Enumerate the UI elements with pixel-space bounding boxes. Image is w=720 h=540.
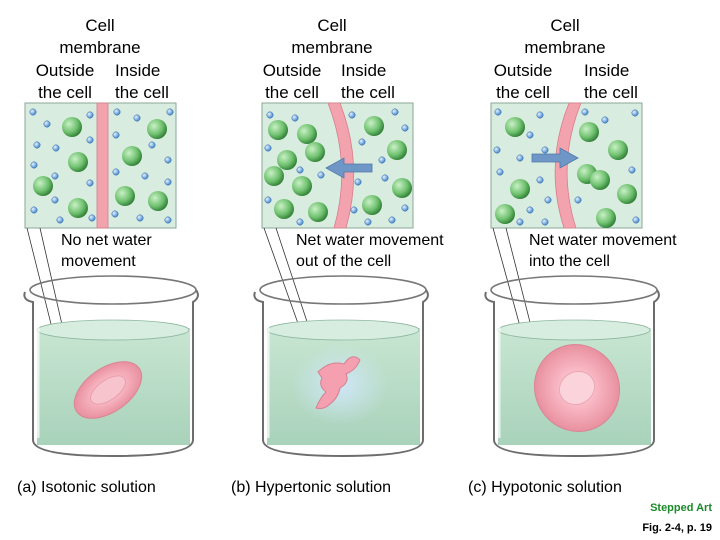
- solute-particles-c: [495, 117, 637, 228]
- outside-label-b: Outside the cell: [262, 61, 322, 102]
- water-molecules-b: [264, 108, 409, 226]
- caption-a: (a) Isotonic solution: [17, 479, 156, 496]
- membrane-title-a: Cell membrane: [59, 16, 141, 57]
- panel-b-cell-inset: [261, 102, 414, 229]
- membrane-c: [554, 102, 582, 229]
- beaker-c: [484, 275, 660, 458]
- movement-text-c: Net water movement into the cell: [529, 232, 677, 270]
- water-molecules-c: [493, 108, 640, 226]
- inside-label-a: Inside the cell: [115, 61, 169, 102]
- movement-text-b: Net water movement out of the cell: [296, 232, 444, 270]
- outside-label-a: Outside the cell: [35, 61, 95, 102]
- solute-particles-b: [264, 116, 412, 222]
- inside-label-b: Inside the cell: [341, 61, 395, 102]
- water-molecules-a: [29, 108, 174, 224]
- membrane-title-b: Cell membrane: [291, 16, 373, 57]
- beaker-a: [23, 275, 199, 458]
- membrane-a: [96, 102, 109, 229]
- inside-label-c: Inside the cell: [584, 61, 638, 102]
- red-blood-cell-a: [73, 361, 143, 419]
- movement-text-a: No net water movement: [61, 232, 152, 270]
- figure-reference: Fig. 2-4, p. 19: [642, 522, 712, 534]
- panel-c-cell-inset: [490, 102, 643, 229]
- swollen-cell-c: [533, 343, 621, 433]
- membrane-b: [327, 102, 355, 229]
- water-flow-arrow-c: [531, 147, 579, 169]
- shrunken-cell-b: [315, 356, 361, 409]
- water-flow-arrow-b: [325, 157, 373, 179]
- panel-a-cell-inset: [24, 102, 177, 229]
- stepped-art-label: Stepped Art: [650, 502, 712, 514]
- outside-label-c: Outside the cell: [493, 61, 553, 102]
- caption-c: (c) Hypotonic solution: [468, 479, 622, 496]
- beaker-b: [253, 275, 429, 458]
- membrane-title-c: Cell membrane: [524, 16, 606, 57]
- solute-particles-a: [33, 117, 168, 218]
- caption-b: (b) Hypertonic solution: [231, 479, 392, 496]
